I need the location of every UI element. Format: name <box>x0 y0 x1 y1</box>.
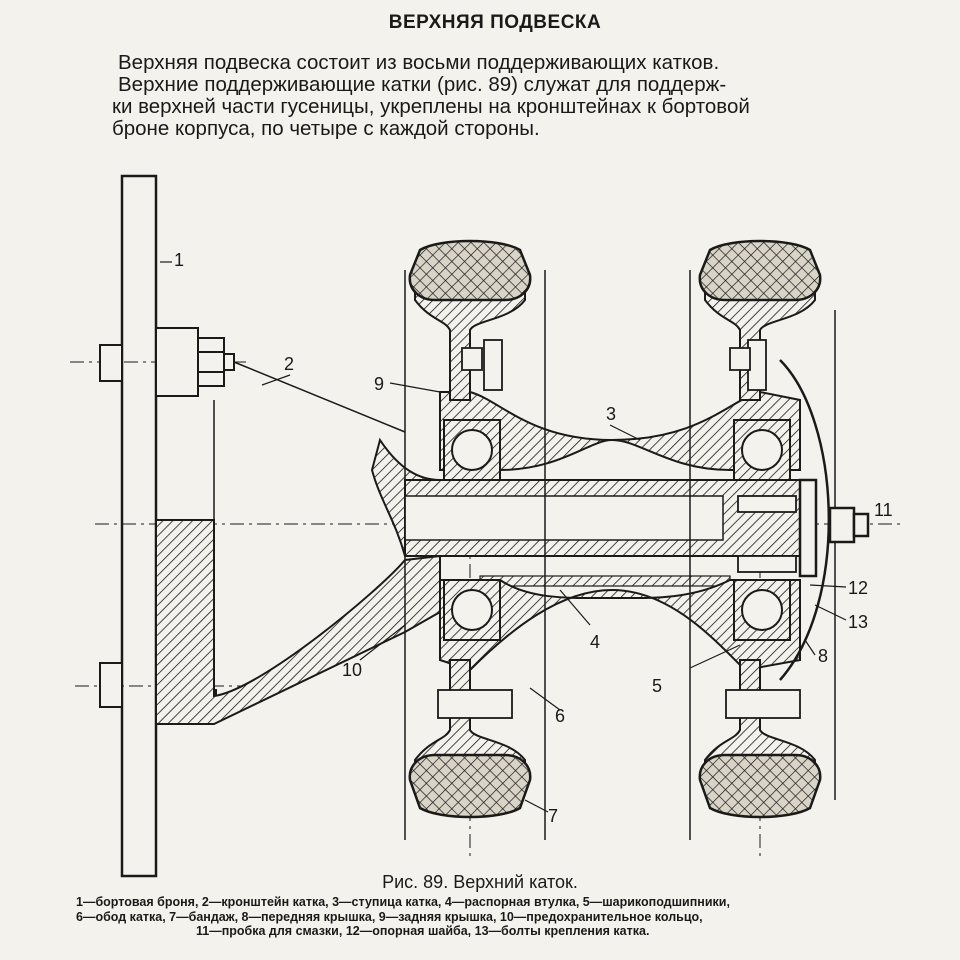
legend-line: 6—обод катка, 7—бандаж, 8—передняя крышк… <box>76 909 703 924</box>
paragraph-line: ки верхней части гусеницы, укреплены на … <box>112 95 750 118</box>
ball-bearings <box>443 419 791 641</box>
body-paragraph: Верхняя подвеска состоит из восьми подде… <box>112 52 902 140</box>
callout-13: 13 <box>848 612 868 632</box>
figure-legend: 1—бортовая броня, 2—кронштейн катка, 3—с… <box>76 895 896 939</box>
callout-3: 3 <box>606 404 616 424</box>
mounting-bolt-upper <box>99 327 235 397</box>
cover-bolts <box>737 495 797 573</box>
section-heading: ВЕРХНЯЯ ПОДВЕСКА <box>388 12 602 33</box>
leader-lines <box>160 261 847 813</box>
callout-12: 12 <box>848 578 868 598</box>
callout-1: 1 <box>174 250 184 270</box>
track-outline <box>404 270 836 840</box>
callout-10: 10 <box>342 660 362 680</box>
callout-5: 5 <box>652 676 662 696</box>
callout-9: 9 <box>374 374 384 394</box>
callout-7: 7 <box>548 806 558 826</box>
roller-drawing: 1 2 3 4 5 6 7 8 9 10 11 12 13 <box>70 174 900 878</box>
callout-11: 11 <box>874 500 893 520</box>
paragraph-line: Верхние поддерживающие катки (рис. 89) с… <box>118 73 727 96</box>
front-cover <box>779 359 870 681</box>
callout-4: 4 <box>590 632 600 652</box>
rubber-tires <box>408 239 822 819</box>
legend-line: 1—бортовая броня, 2—кронштейн катка, 3—с… <box>76 895 730 909</box>
callout-labels: 1 2 3 4 5 6 7 8 9 10 11 12 13 <box>174 250 893 826</box>
rim-bolts <box>437 339 801 719</box>
legend-line: 11—пробка для смазки, 12—опорная шайба, … <box>196 924 650 938</box>
callout-6: 6 <box>555 706 565 726</box>
roller-bracket <box>155 361 441 725</box>
figure-caption: Рис. 89. Верхний каток. <box>382 872 578 892</box>
paragraph-line: Верхняя подвеска состоит из восьми подде… <box>118 51 720 74</box>
callout-8: 8 <box>818 646 828 666</box>
callout-2: 2 <box>284 354 294 374</box>
side-armor-plate <box>120 174 158 878</box>
paragraph-line: броне корпуса, по четыре с каждой сторон… <box>112 117 540 140</box>
